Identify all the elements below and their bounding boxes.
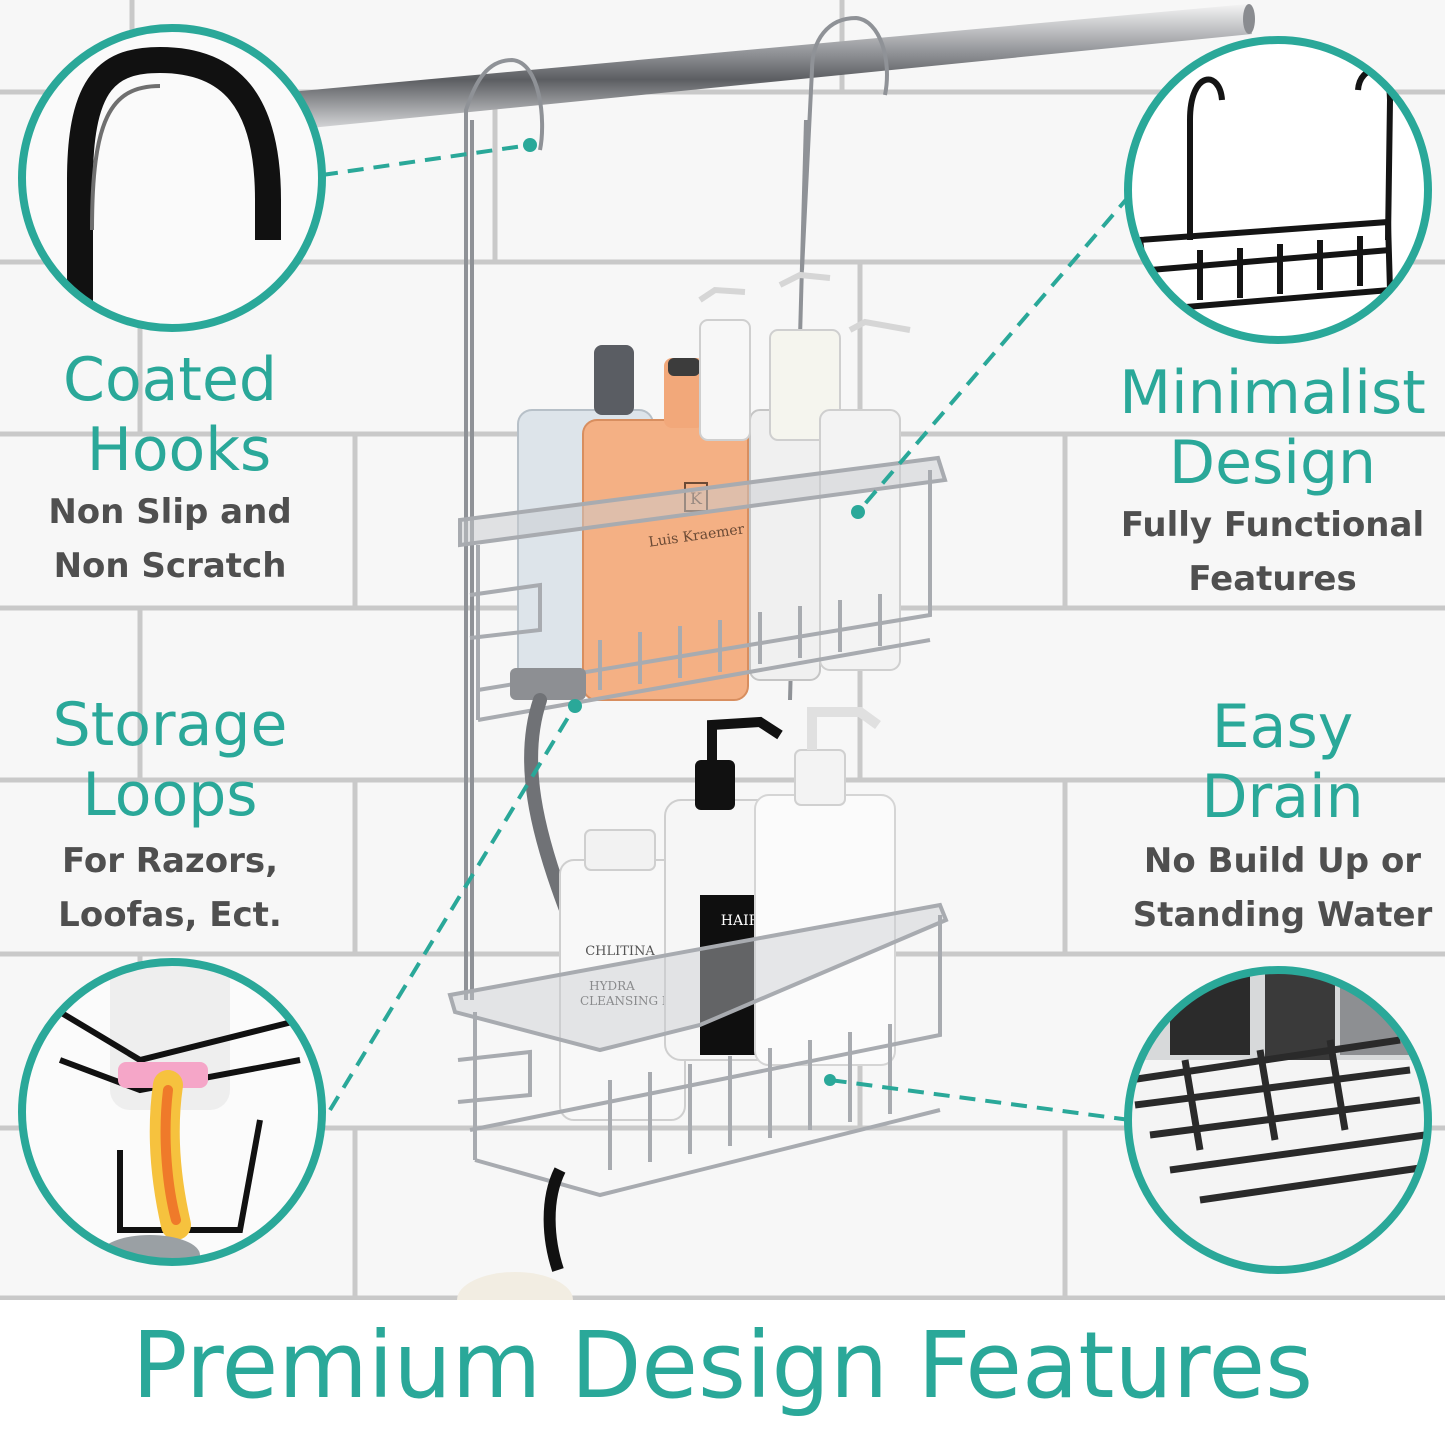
easy-drain-title-2: Drain: [1201, 762, 1364, 832]
storage-loops-detail: [18, 958, 326, 1266]
minimalist-design-detail: [1124, 36, 1432, 344]
coated-hooks-title-1: Coated: [63, 345, 277, 415]
upper-basket: [458, 455, 948, 722]
chlitina-label: CHLITINA: [585, 944, 655, 959]
lower-bottles: CHLITINA HYDRA CLEANSING FO HAIR: [559, 707, 896, 1121]
storage-loops-sub-2: Loofas, Ect.: [58, 895, 282, 935]
easy-drain-title-1: Easy: [1211, 692, 1354, 762]
minimalist-design-sub-2: Features: [1188, 559, 1357, 599]
coated-hooks-sub-1: Non Slip and: [48, 492, 292, 532]
razor: [510, 668, 586, 927]
minimalist-design-sub-1: Fully Functional: [1120, 505, 1425, 545]
minimalist-design-title-1: Minimalist: [1119, 358, 1426, 428]
coated-hook-detail: [18, 24, 326, 332]
coated-hooks-sub-2: Non Scratch: [53, 546, 287, 586]
easy-drain-callout: Easy Drain No Build Up or Standing Water: [1120, 692, 1445, 942]
storage-loops-title-2: Loops: [82, 760, 258, 830]
coated-hooks-title-2: Hooks: [86, 415, 272, 485]
shower-rod: [290, 4, 1255, 130]
easy-drain-sub-1: No Build Up or: [1143, 841, 1422, 881]
easy-drain-sub-2: Standing Water: [1132, 895, 1433, 935]
lower-basket: [447, 902, 949, 1198]
minimalist-design-callout: Minimalist Design Fully Functional Featu…: [1100, 358, 1445, 606]
storage-loops-callout: Storage Loops For Razors, Loofas, Ect.: [0, 690, 340, 942]
cleansing-label: CLEANSING FO: [580, 994, 680, 1008]
connector-lines: [321, 143, 1132, 1122]
storage-loops-title-1: Storage: [52, 690, 288, 760]
hydra-label: HYDRA: [589, 979, 635, 993]
coated-hooks-callout: Coated Hooks Non Slip and Non Scratch: [0, 345, 340, 593]
easy-drain-detail: [1124, 966, 1432, 1274]
banner-title: Premium Design Features: [0, 1300, 1445, 1432]
minimalist-design-title-2: Design: [1168, 428, 1377, 498]
storage-loops-sub-1: For Razors,: [61, 841, 278, 881]
hair-label: HAIR: [721, 913, 760, 929]
